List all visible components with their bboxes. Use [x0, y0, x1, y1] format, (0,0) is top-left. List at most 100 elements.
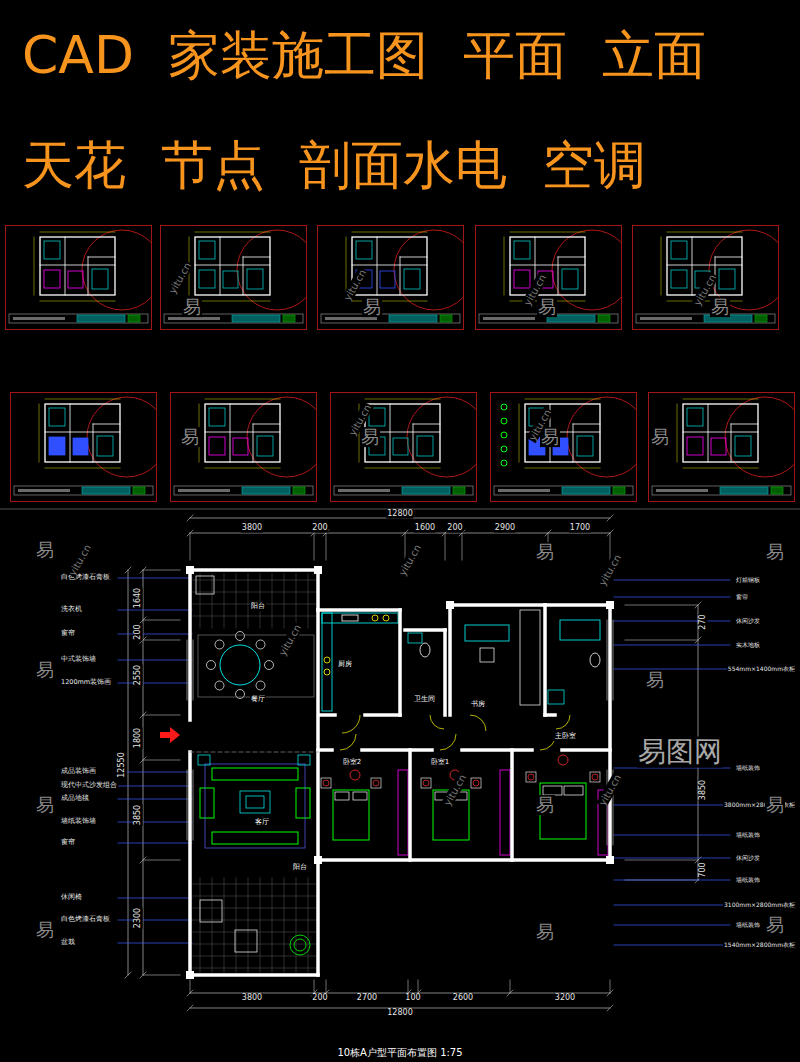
- callout: 洗衣机: [60, 606, 83, 613]
- red-arc: [567, 397, 637, 477]
- wall: [188, 570, 192, 720]
- wall: [545, 713, 555, 717]
- thumb-wall: [683, 404, 758, 462]
- watermark: 易: [35, 920, 55, 940]
- leader-line: [614, 768, 730, 769]
- dining-chair: [207, 661, 216, 670]
- dimension-tick: [143, 975, 180, 976]
- leader-line: [118, 799, 192, 800]
- title-bar-text: [640, 317, 692, 320]
- door-swing: [440, 734, 456, 750]
- room-name: 餐厅: [250, 696, 266, 704]
- thumb-wall: [253, 424, 254, 462]
- thumb-furniture: [356, 241, 372, 259]
- thumb-furniture: [562, 269, 578, 289]
- sheet-frame: [633, 226, 779, 330]
- dimension-tick: [125, 972, 131, 978]
- thumb-dimension: [352, 232, 427, 233]
- dining-table: [220, 645, 260, 685]
- thumbnail-sheet: [491, 393, 638, 502]
- red-arc: [87, 397, 157, 477]
- floor-tile: [284, 878, 285, 972]
- sofa: [212, 832, 298, 844]
- title-bar: [494, 486, 633, 495]
- floor-tile: [236, 878, 237, 972]
- thumb-furniture: [514, 241, 530, 259]
- dimension: 200: [311, 994, 328, 1003]
- thumb-wall: [40, 237, 115, 295]
- red-arc: [552, 230, 622, 310]
- thumb-dimension: [510, 232, 585, 233]
- thumb-wall: [243, 257, 270, 258]
- nightstand: [321, 778, 331, 788]
- title-bar-text: [656, 489, 708, 492]
- washing-machine: [196, 576, 214, 594]
- pillow: [353, 792, 367, 800]
- thumb-furniture: [380, 271, 395, 288]
- leader-line: [614, 621, 730, 622]
- partition: [190, 752, 318, 753]
- dimension-tick: [190, 533, 191, 560]
- thumb-wall: [731, 424, 758, 425]
- floor-tile: [193, 616, 316, 617]
- floor-tile: [193, 592, 316, 593]
- leader-line: [118, 786, 192, 787]
- nightstand: [526, 772, 536, 782]
- dimension-line: [190, 533, 610, 534]
- thumb-wall: [708, 404, 709, 462]
- wall: [362, 748, 432, 752]
- dimension-tick: [418, 980, 419, 993]
- window: [193, 640, 194, 700]
- thumb-symbol: [501, 418, 507, 424]
- wall: [318, 608, 400, 612]
- leader-line: [614, 835, 730, 836]
- dimension: 1800: [134, 727, 143, 749]
- thumb-wall: [573, 424, 600, 425]
- thumbnail-sheet: [318, 226, 465, 330]
- floor-tile: [212, 878, 213, 972]
- dimension-tick: [314, 980, 315, 993]
- thumbnail-sheet: [331, 393, 478, 502]
- thumb-wall: [413, 424, 440, 425]
- wall: [190, 568, 318, 572]
- basin: [408, 633, 422, 643]
- floor-tile: [272, 878, 273, 972]
- dimension-tick: [510, 980, 511, 993]
- wall: [316, 570, 320, 610]
- thumb-furniture: [417, 436, 433, 456]
- dimension: 1700: [569, 524, 591, 533]
- title-bar-cell: [283, 315, 295, 322]
- thumb-dimension: [683, 399, 758, 400]
- pillow: [564, 786, 583, 795]
- leader-line: [118, 660, 192, 661]
- thumb-dimension: [45, 468, 120, 469]
- thumb-wall: [205, 432, 280, 433]
- bookcase: [520, 610, 540, 705]
- dimension-line: [128, 570, 129, 975]
- dining-chair: [256, 681, 265, 690]
- door-swing: [430, 715, 444, 729]
- thumb-furniture: [44, 270, 60, 288]
- leader-line: [614, 858, 730, 859]
- dining-rug: [198, 635, 314, 697]
- stove: [383, 615, 389, 621]
- sheet-frame: [171, 393, 317, 502]
- watermark: 易: [535, 922, 555, 942]
- thumb-furniture: [404, 269, 420, 289]
- thumb-furniture: [209, 437, 225, 455]
- thumbnail-sheet: [6, 226, 153, 330]
- dimension-tick: [445, 533, 446, 560]
- thumb-furniture: [687, 408, 703, 426]
- thumb-dimension: [661, 237, 662, 295]
- leader-line: [118, 772, 192, 773]
- coffee-table: [240, 791, 270, 813]
- title-bar: [9, 314, 148, 323]
- floor-tile: [272, 574, 273, 628]
- thumb-wall: [253, 424, 280, 425]
- window: [193, 770, 194, 840]
- thumb-furniture: [199, 270, 215, 288]
- leader-line: [118, 843, 192, 844]
- callout: 1200mm装饰画: [60, 679, 112, 686]
- wall: [543, 605, 547, 715]
- title-bar: [652, 486, 791, 495]
